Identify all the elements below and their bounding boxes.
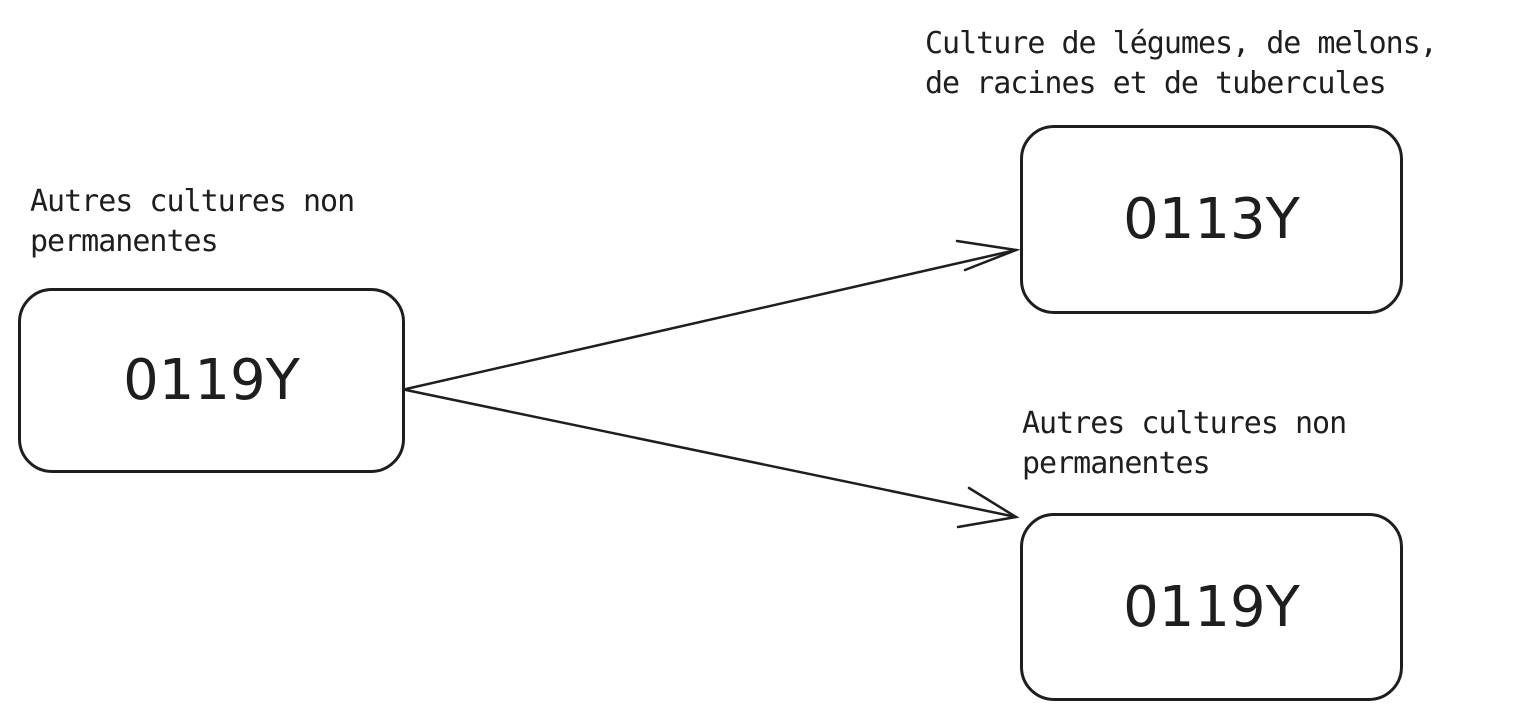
top-target-node[interactable]: 0113Y bbox=[1020, 125, 1403, 314]
arrow-to-bottom bbox=[404, 388, 1020, 529]
top-target-label-line1: Culture de légumes, de melons, bbox=[925, 26, 1438, 61]
source-label-line2: permanentes bbox=[30, 224, 219, 259]
bottom-target-node[interactable]: 0119Y bbox=[1020, 513, 1403, 701]
source-label: Autres cultures non permanentes bbox=[30, 182, 355, 262]
top-target-label: Culture de légumes, de melons, de racines… bbox=[925, 24, 1438, 104]
bottom-target-label-line2: permanentes bbox=[1022, 446, 1211, 481]
bottom-target-label: Autres cultures non permanentes bbox=[1022, 404, 1347, 484]
source-node[interactable]: 0119Y bbox=[18, 288, 405, 473]
top-target-code: 0113Y bbox=[1123, 187, 1300, 252]
bottom-target-label-line1: Autres cultures non bbox=[1022, 406, 1347, 441]
arrow-to-top bbox=[404, 239, 1021, 391]
top-target-label-line2: de racines et de tubercules bbox=[925, 66, 1387, 101]
bottom-target-code: 0119Y bbox=[1123, 574, 1300, 640]
source-code: 0119Y bbox=[123, 348, 300, 413]
source-label-line1: Autres cultures non bbox=[30, 184, 355, 219]
